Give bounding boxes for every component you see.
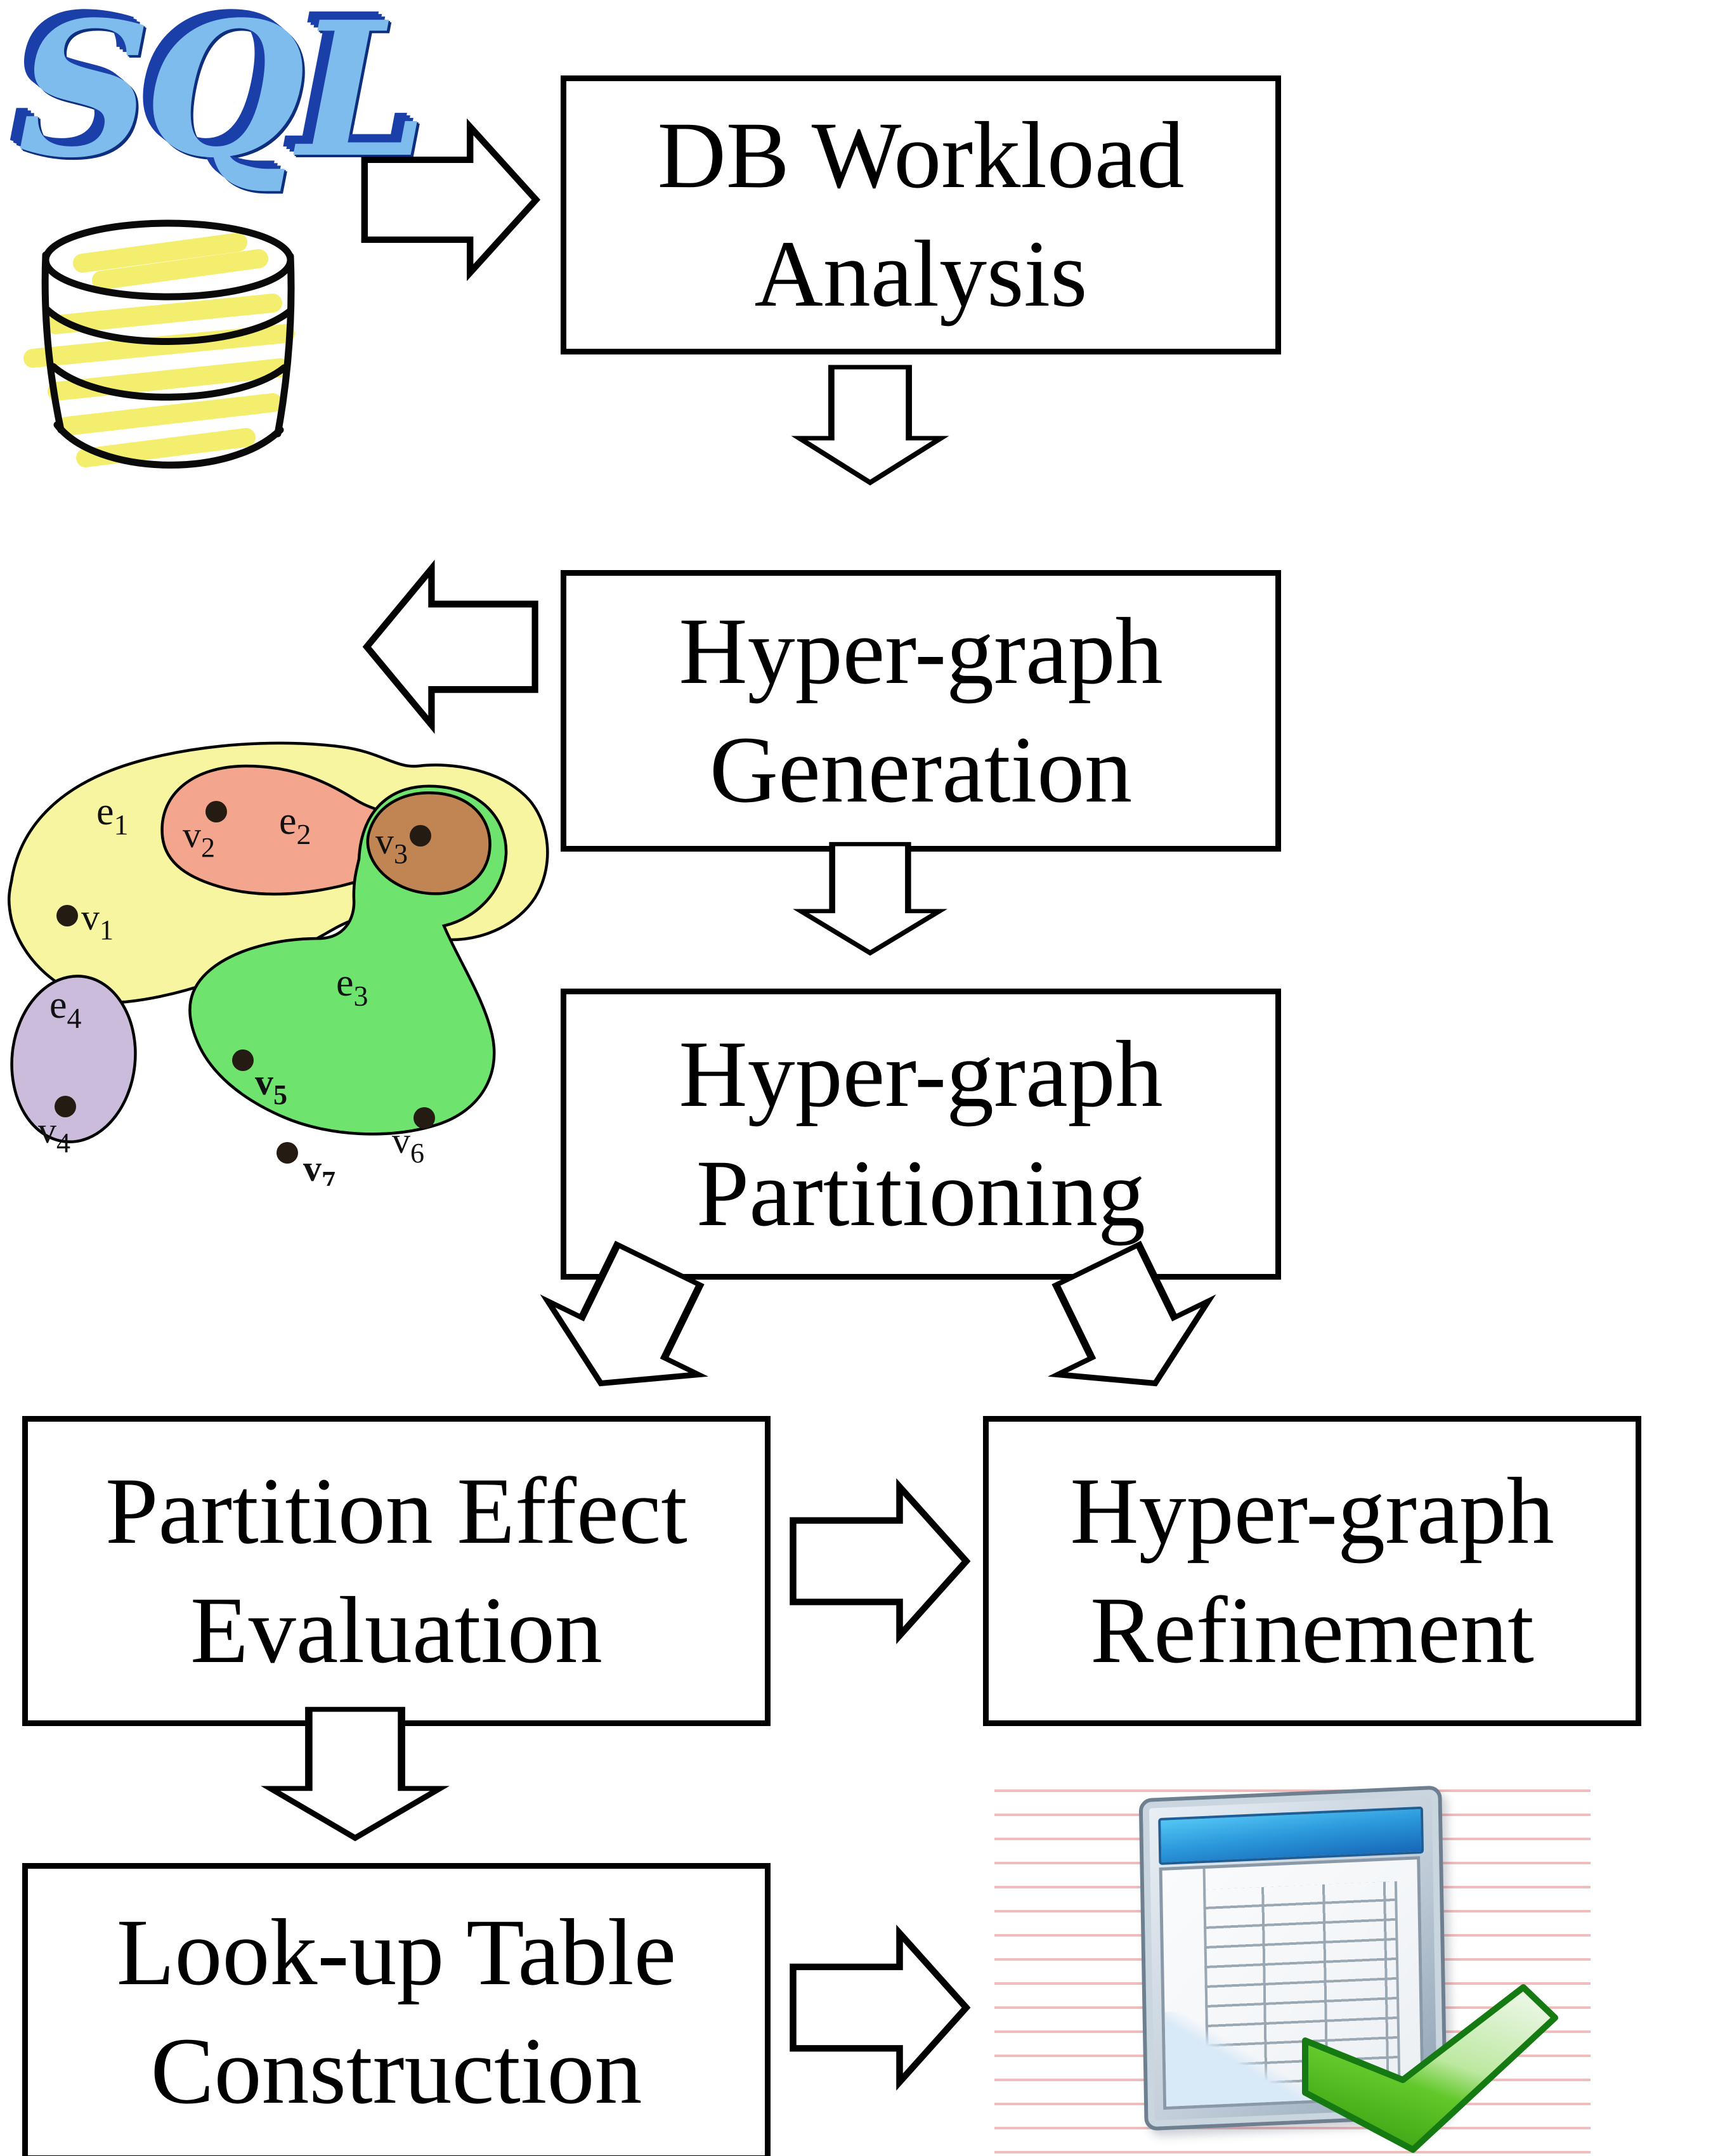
- table-icon-titlebar: [1158, 1806, 1424, 1866]
- box-label-line: Partition Effect: [105, 1458, 687, 1564]
- vertex-v4-dot: [55, 1096, 76, 1117]
- box-label-line: Look-up Table: [116, 1899, 677, 2005]
- box-label-line: Construction: [150, 2018, 642, 2124]
- label-v5: v5: [255, 1062, 287, 1110]
- label-v1: v1: [81, 897, 114, 945]
- hyperedge-e2-e3-overlap: [366, 791, 491, 895]
- box-label-line: Hyper-graph: [1070, 1458, 1554, 1564]
- arrow-down-1-icon: [762, 317, 978, 533]
- label-v6: v6: [392, 1120, 424, 1169]
- arrow-evaluation-to-refinement-icon: [772, 1453, 987, 1669]
- arrow-sql-to-analysis-icon: [342, 92, 558, 308]
- arrow-to-result-table-icon: [772, 1900, 987, 2115]
- database-icon: [23, 219, 295, 469]
- sql-logo: SQL: [18, 0, 428, 198]
- box-hypergraph-refinement: Hyper-graph Refinement: [983, 1416, 1641, 1726]
- box-label-line: Generation: [709, 717, 1133, 822]
- label-e1: e1: [96, 790, 129, 841]
- arrow-diagonal-left-icon: [522, 1216, 738, 1432]
- vertex-v5-dot: [232, 1049, 254, 1071]
- database-scribble: [23, 233, 295, 467]
- vertex-v2-dot: [205, 801, 227, 822]
- box-label-line: Hyper-graph: [679, 598, 1163, 704]
- hyperedge-e4-blob: [10, 975, 137, 1143]
- vertex-dots: [55, 801, 435, 1164]
- label-v7: v7: [303, 1148, 335, 1186]
- label-e4: e4: [49, 984, 82, 1034]
- box-db-workload-analysis: DB Workload Analysis: [561, 75, 1281, 354]
- label-v3: v3: [375, 821, 408, 869]
- box-label-line: Hyper-graph: [679, 1022, 1163, 1127]
- vertex-v7-dot: [277, 1142, 298, 1164]
- checkmark-icon: [1302, 1984, 1558, 2153]
- box-partition-effect-evaluation: Partition Effect Evaluation: [22, 1416, 771, 1726]
- box-label-line: Partitioning: [696, 1140, 1146, 1246]
- database-outline: [41, 219, 295, 469]
- box-label-line: Analysis: [754, 221, 1088, 327]
- box-label-line: Refinement: [1090, 1577, 1534, 1683]
- hypergraph-illustration: e1 e2 e3 e4 v1 v2 v3 v4 v5 v6 v7: [8, 741, 549, 1186]
- box-lookup-table-construction: Look-up Table Construction: [22, 1863, 771, 2156]
- label-e2: e2: [279, 800, 311, 850]
- label-v2: v2: [183, 814, 215, 863]
- box-label-line: Evaluation: [190, 1577, 602, 1683]
- box-hypergraph-generation: Hyper-graph Generation: [561, 570, 1281, 852]
- box-label-line: DB Workload: [657, 102, 1185, 208]
- box-hypergraph-partitioning: Hyper-graph Partitioning: [561, 989, 1281, 1280]
- arrow-diagonal-right-icon: [1019, 1216, 1234, 1432]
- label-v4: v4: [38, 1110, 70, 1159]
- arrow-down-3-icon: [247, 1666, 463, 1881]
- vertex-v6-dot: [413, 1107, 435, 1129]
- vertex-v3-dot: [410, 825, 431, 847]
- vertex-v1-dot: [56, 905, 78, 926]
- label-e3: e3: [336, 961, 368, 1012]
- arrow-down-2-icon: [762, 791, 978, 1006]
- arrow-to-hypergraph-illustration-icon: [343, 539, 559, 755]
